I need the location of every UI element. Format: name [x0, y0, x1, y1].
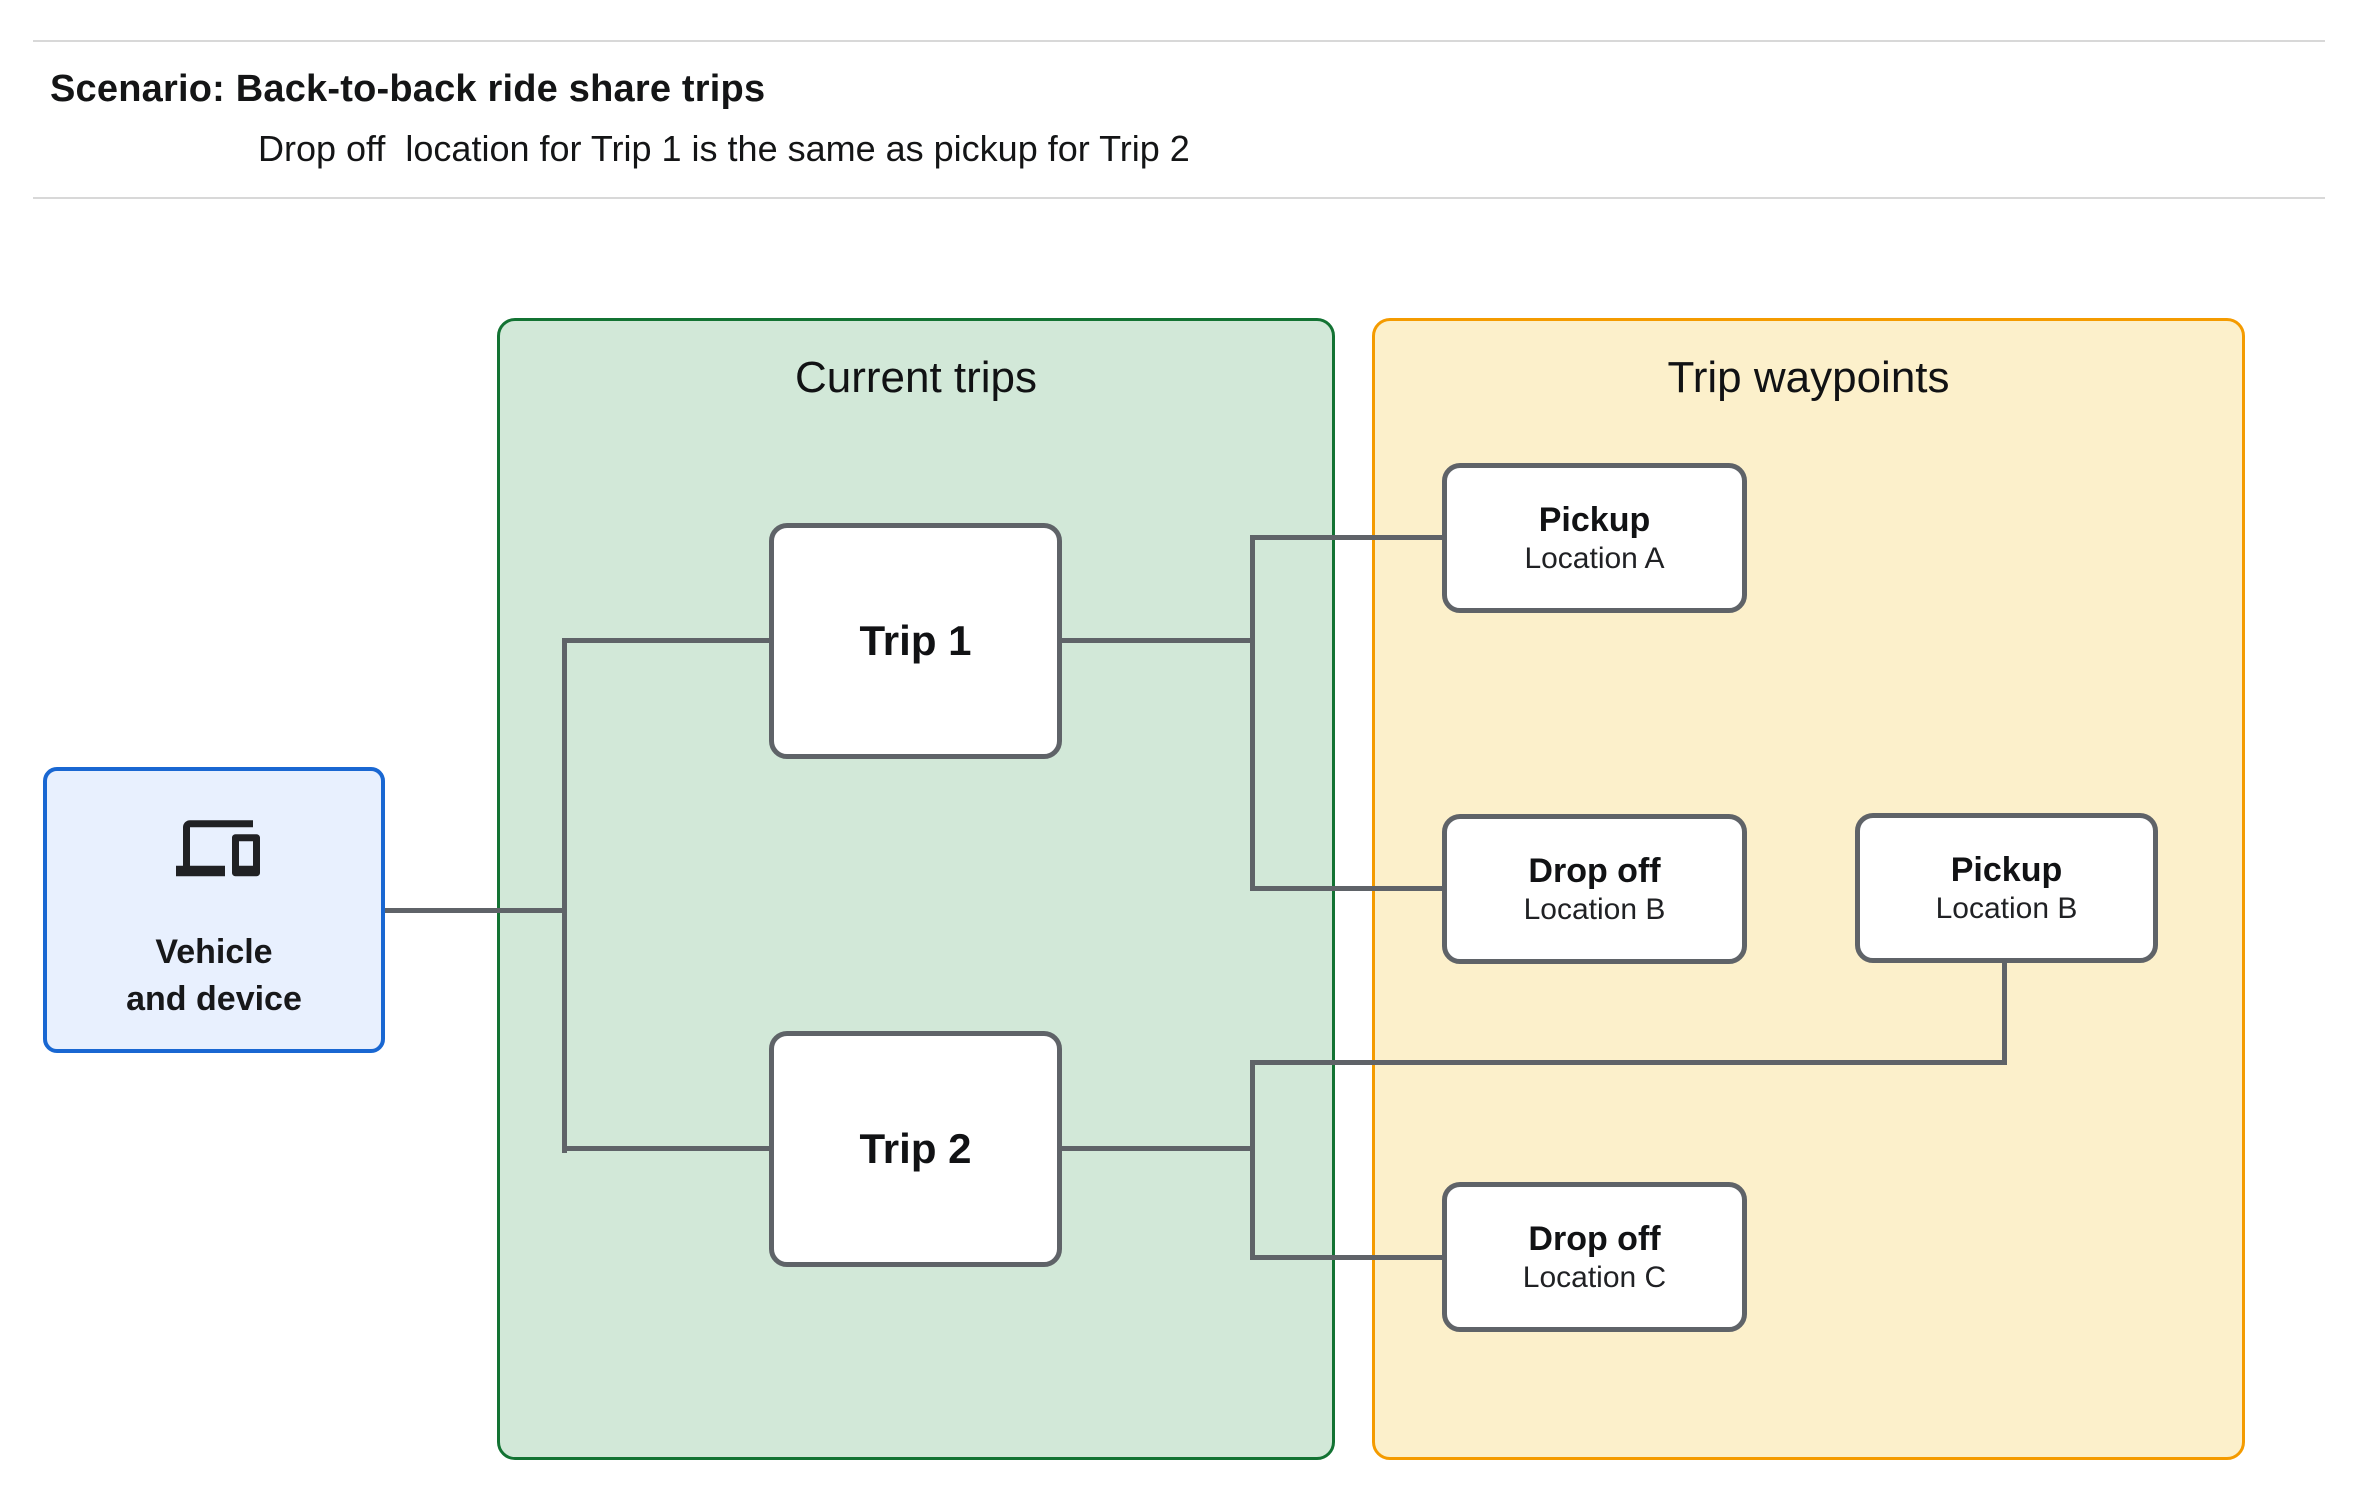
waypoint-type: Drop off	[1528, 1219, 1661, 1258]
connector-trip1-vertical	[1250, 535, 1255, 891]
waypoint-pickup-b-node: Pickup Location B	[1855, 813, 2158, 963]
connector-to-dropoff-b	[1250, 886, 1445, 891]
waypoint-dropoff-b-node: Drop off Location B	[1442, 814, 1747, 964]
waypoint-location: Location A	[1524, 541, 1665, 575]
waypoint-type: Pickup	[1950, 850, 2063, 889]
connector-left-vertical	[562, 638, 567, 1153]
top-divider	[33, 40, 2325, 42]
current-trips-panel: Current trips	[497, 318, 1335, 1460]
vehicle-node: Vehicle and device	[43, 767, 385, 1053]
header-divider	[33, 197, 2325, 199]
waypoint-type: Drop off	[1528, 851, 1661, 890]
vehicle-node-label: Vehicle and device	[47, 929, 381, 1023]
vehicle-label-line2: and device	[126, 979, 302, 1018]
connector-trip2-stub	[1059, 1146, 1255, 1151]
waypoint-pickup-a-node: Pickup Location A	[1442, 463, 1747, 613]
connector-to-trip1	[562, 638, 772, 643]
devices-icon	[176, 820, 260, 877]
connector-to-pickup-a	[1250, 535, 1445, 540]
page-title: Scenario: Back-to-back ride share trips	[50, 68, 766, 110]
trip2-node: Trip 2	[769, 1031, 1062, 1267]
waypoint-location: Location B	[1523, 892, 1666, 926]
page-subtitle: Drop off location for Trip 1 is the same…	[258, 128, 1190, 169]
waypoint-dropoff-c-node: Drop off Location C	[1442, 1182, 1747, 1332]
waypoint-location: Location B	[1935, 891, 2078, 925]
waypoint-location: Location C	[1522, 1260, 1667, 1294]
connector-pickup-b-descender	[2002, 960, 2007, 1065]
connector-to-trip2	[562, 1146, 772, 1151]
trip1-node: Trip 1	[769, 523, 1062, 759]
waypoint-type: Pickup	[1538, 500, 1651, 539]
trip2-label: Trip 2	[859, 1125, 972, 1172]
trip-waypoints-panel-title: Trip waypoints	[1667, 353, 1950, 402]
trip1-label: Trip 1	[859, 617, 972, 664]
connector-vehicle-stub	[385, 908, 567, 913]
connector-trip1-stub	[1059, 638, 1255, 643]
connector-to-dropoff-c	[1250, 1255, 1445, 1260]
connector-from-pickup-b	[1250, 1060, 2007, 1065]
current-trips-panel-title: Current trips	[794, 353, 1038, 402]
connector-trip2-vertical	[1250, 1060, 1255, 1260]
vehicle-label-line1: Vehicle	[155, 933, 273, 971]
